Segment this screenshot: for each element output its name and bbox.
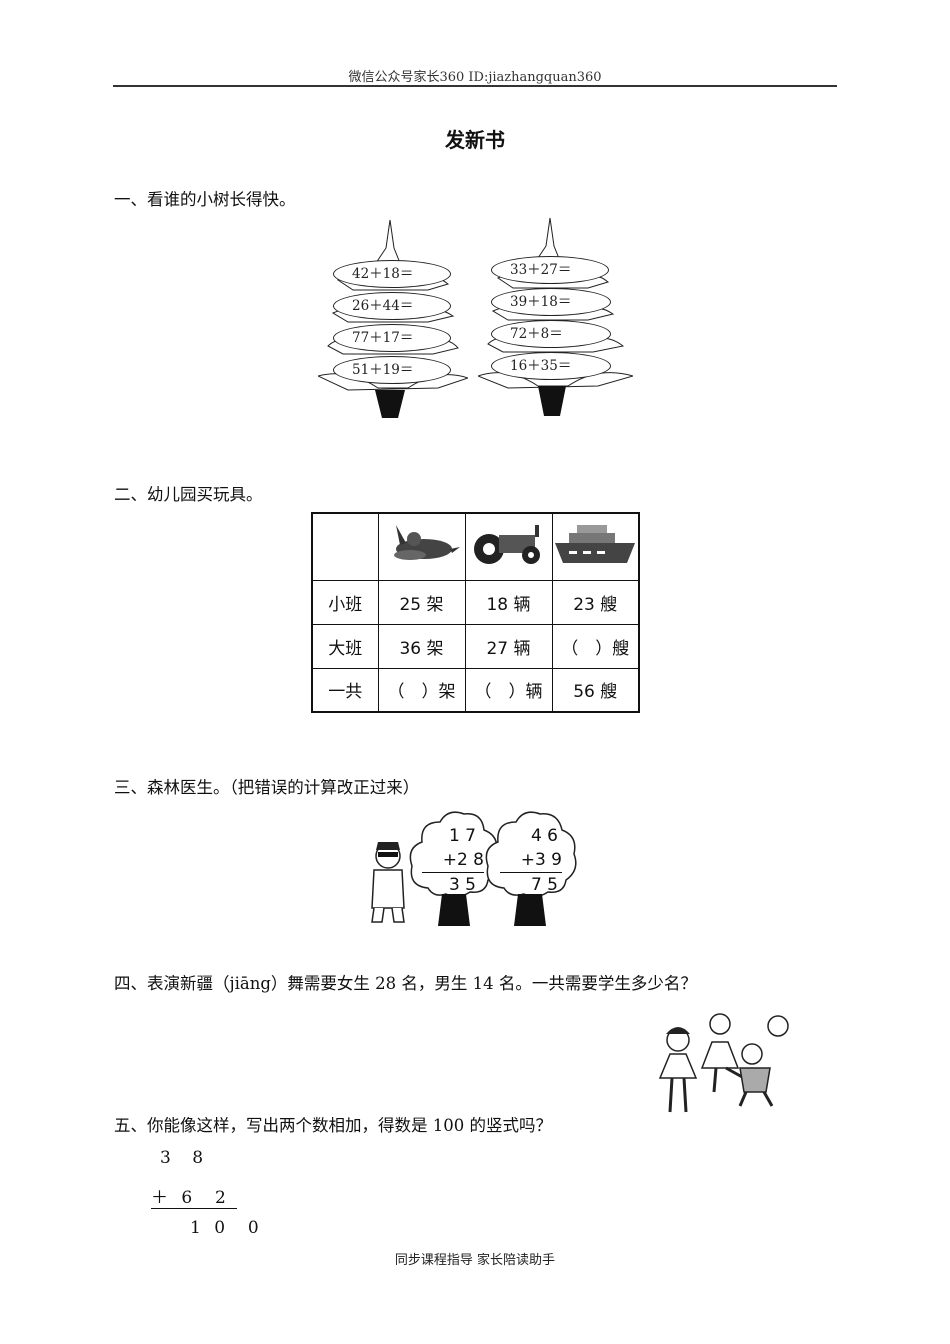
addend-bottom: +2 8	[442, 850, 484, 870]
row-label: 一共	[311, 667, 379, 713]
table-corner	[311, 512, 379, 581]
question-5-label: 五、你能像这样，写出两个数相加，得数是 100 的竖式吗？	[114, 1116, 552, 1135]
header-divider	[113, 85, 837, 87]
addend-top: 4 6	[530, 826, 558, 846]
ship-icon	[551, 512, 640, 581]
table-cell: 27 辆	[464, 623, 553, 669]
cloud-tree-1	[409, 811, 499, 926]
table-cell: 18 辆	[464, 579, 553, 625]
example-addend-top: 3 8	[160, 1148, 212, 1168]
tree-1: 42＋18＝ 26＋44＝ 77＋17＝ 51＋19＝	[318, 218, 468, 418]
doctor-character-icon	[371, 842, 405, 923]
airplane-icon	[377, 512, 466, 581]
result: 7 5	[500, 872, 562, 897]
table-cell: 36 架	[377, 623, 466, 669]
equation: 72＋8＝	[491, 320, 611, 348]
row-label: 大班	[311, 623, 379, 669]
table-cell: 56 艘	[551, 667, 640, 713]
tree-illustration-icon	[478, 217, 633, 416]
equation: 33＋27＝	[491, 256, 609, 284]
question-4-label: 四、表演新疆（jiāng）舞需要女生 28 名，男生 14 名。一共需要学生多少…	[114, 974, 697, 993]
table-row: 一共 （ ）架 （ ）辆 56 艘	[311, 667, 640, 713]
question-3-label: 三、森林医生。（把错误的计算改正过来）	[114, 778, 420, 797]
question-1-label: 一、看谁的小树长得快。	[114, 190, 296, 209]
table-row: 大班 36 架 27 辆 （ ）艘	[311, 623, 640, 669]
page-footer: 同步课程指导 家长陪读助手	[394, 1253, 556, 1268]
addend-bottom: +3 9	[520, 850, 562, 870]
table-cell: 23 艘	[551, 579, 640, 625]
example-addend-bottom: ＋ 6 2	[151, 1183, 237, 1209]
answer-blank-cell[interactable]: （ ）架	[377, 667, 466, 713]
row-label: 小班	[311, 579, 379, 625]
tree-2: 33＋27＝ 39＋18＝ 72＋8＝ 16＋35＝	[478, 216, 633, 416]
cloud-tree-2	[485, 811, 577, 926]
table-cell: 25 架	[377, 579, 466, 625]
table-row: 小班 25 架 18 辆 23 艘	[311, 579, 640, 625]
vertical-addition-2: 4 6 +3 9 7 5	[500, 824, 562, 897]
equation: 42＋18＝	[333, 260, 451, 288]
equation: 16＋35＝	[491, 352, 611, 380]
addend-top: 1 7	[448, 826, 476, 846]
tractor-icon	[464, 512, 553, 581]
example-result: 1 0 0	[190, 1218, 263, 1238]
question-2-label: 二、幼儿园买玩具。	[114, 485, 263, 504]
vertical-addition-1: 1 7 +2 8 3 5	[422, 824, 484, 897]
result: 3 5	[422, 872, 484, 897]
equation: 39＋18＝	[491, 288, 611, 316]
page-header: 微信公众号家长360 ID:jiazhangquan360	[348, 70, 602, 85]
toy-table: 小班 25 架 18 辆 23 艘 大班 36 架 27 辆 （ ）艘 一共 （…	[311, 512, 640, 713]
equation: 51＋19＝	[333, 356, 451, 384]
equation: 77＋17＝	[333, 324, 451, 352]
dancers-illustration-icon	[658, 1013, 789, 1113]
answer-blank-cell[interactable]: （ ）辆	[464, 667, 553, 713]
answer-blank-cell[interactable]: （ ）艘	[551, 623, 640, 669]
equation: 26＋44＝	[333, 292, 451, 320]
page-title: 发新书	[445, 128, 505, 152]
